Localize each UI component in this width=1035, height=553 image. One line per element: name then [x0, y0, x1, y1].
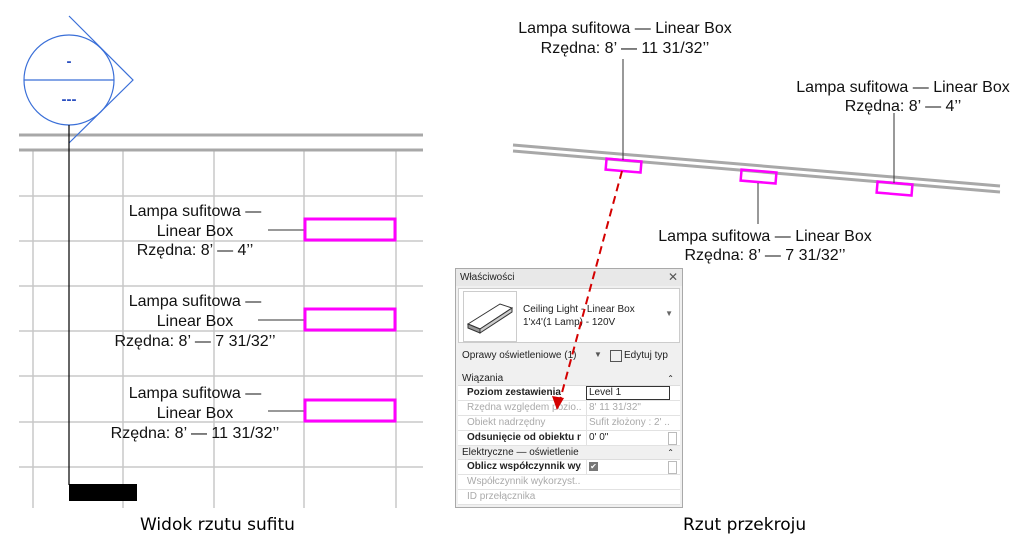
section-header[interactable]: Wiązania ⌃ [458, 372, 680, 386]
property-value: Sufit złożony : 2' ... [586, 416, 669, 430]
type-selector[interactable]: Ceiling Light - Linear Box 1'x4'(1 Lamp) … [458, 288, 680, 343]
edit-type-icon [610, 350, 622, 362]
property-key: Współczynnik wykorzyst... [467, 476, 581, 487]
property-key: Poziom zestawienia [467, 387, 561, 398]
plan-view: - --- Lampa sufitowa — Linear Box Rzędna… [19, 15, 423, 508]
collapse-icon[interactable]: ⌃ [667, 448, 674, 457]
ceiling-grid [19, 150, 423, 508]
section-title: Wiązania [462, 373, 504, 384]
property-key: ID przełącznika [467, 491, 536, 502]
section-view-caption: Rzut przekroju [683, 515, 807, 535]
fixture-tag[interactable]: Lampa sufitowa — Linear Box Rzędna: 8’ —… [111, 385, 304, 442]
fixture-tag[interactable]: Lampa sufitowa — Linear Box Rzędna: 8’ —… [796, 79, 1009, 115]
plan-view-caption: Widok rzutu sufitu [140, 515, 295, 535]
section-marker-bottom: --- [62, 91, 77, 108]
fixture-thumbnail [463, 291, 517, 342]
property-row: ID przełącznika [458, 490, 680, 505]
tag-line: Rzędna: 8’ — 7 31/32’’ [115, 333, 276, 350]
properties-title-bar: Właściwości ✕ [456, 269, 682, 286]
property-row[interactable]: Poziom zestawienia Level 1 [458, 386, 680, 401]
section-header[interactable]: Elektryczne — oświetlenie ⌃ [458, 446, 680, 460]
property-value-input[interactable]: Level 1 [586, 386, 670, 400]
type-name: Ceiling Light - Linear Box [523, 304, 635, 315]
tag-line: Lampa sufitowa — Linear Box [658, 228, 871, 245]
edit-type-button[interactable]: Edytuj typ [608, 346, 668, 365]
property-key: Rzędna względem pozio... [467, 402, 581, 413]
light-fixture[interactable] [875, 180, 914, 197]
property-row: Obiekt nadrzędny Sufit złożony : 2' ... [458, 416, 680, 431]
light-fixture[interactable] [303, 398, 397, 423]
type-name-detail: 1'x4'(1 Lamp) - 120V [523, 317, 616, 328]
tag-line: Lampa sufitowa — Linear Box [796, 79, 1009, 96]
fixture-tag[interactable]: Lampa sufitowa — Linear Box Rzędna: 8’ —… [518, 20, 731, 57]
chevron-down-icon[interactable]: ▼ [594, 350, 602, 359]
light-fixture[interactable] [303, 307, 397, 332]
tag-line: Lampa sufitowa — [129, 203, 262, 220]
tag-line: Rzędna: 8’ — 4’’ [137, 242, 254, 259]
light-fixture[interactable] [303, 217, 397, 242]
tag-line: Rzędna: 8’ — 11 31/32’’ [541, 40, 710, 57]
section-view: Lampa sufitowa — Linear Box Rzędna: 8’ —… [512, 20, 1010, 264]
tag-line: Rzędna: 8’ — 7 31/32’’ [685, 247, 846, 264]
category-filter[interactable]: Oprawy oświetleniowe (1) [462, 350, 577, 361]
tag-line: Linear Box [157, 223, 234, 240]
fixture-tag[interactable]: Lampa sufitowa — Linear Box Rzędna: 8’ —… [115, 293, 305, 350]
section-marker[interactable] [23, 15, 134, 144]
property-checkbox[interactable]: ✔ [586, 460, 669, 474]
tag-line: Rzędna: 8’ — 11 31/32’’ [111, 425, 280, 442]
checkmark-icon: ✔ [589, 462, 598, 471]
section-marker-top: - [67, 53, 72, 70]
tag-line: Linear Box [157, 313, 234, 330]
ceiling-line [512, 143, 1001, 188]
section-title: Elektryczne — oświetlenie [462, 447, 579, 458]
close-icon[interactable]: ✕ [667, 270, 678, 284]
scrollbar[interactable] [668, 461, 677, 474]
property-row: Współczynnik wykorzyst... [458, 475, 680, 490]
property-row[interactable]: Odsunięcie od obiektu n... 0' 0" [458, 431, 680, 446]
tag-line: Lampa sufitowa — [129, 385, 262, 402]
chevron-down-icon[interactable]: ▼ [665, 309, 673, 318]
section-line-end [69, 484, 137, 501]
fixture-tag[interactable]: Lampa sufitowa — Linear Box Rzędna: 8’ —… [658, 228, 871, 264]
property-row: Rzędna względem pozio... 8' 11 31/32" [458, 401, 680, 416]
properties-grid: Wiązania ⌃ Poziom zestawienia Level 1 Rzęd… [458, 372, 680, 505]
property-value: 8' 11 31/32" [586, 401, 669, 415]
edit-type-label: Edytuj typ [624, 350, 668, 361]
collapse-icon[interactable]: ⌃ [667, 374, 674, 383]
tag-line: Lampa sufitowa — [129, 293, 262, 310]
property-key: Obiekt nadrzędny [467, 417, 546, 428]
properties-title: Właściwości [460, 272, 515, 283]
scrollbar[interactable] [668, 432, 677, 445]
property-key: Odsunięcie od obiektu n... [467, 432, 581, 443]
properties-panel: Właściwości ✕ Ceiling Light - Linear Box… [455, 268, 683, 508]
fixture-tag[interactable]: Lampa sufitowa — Linear Box Rzędna: 8’ —… [129, 203, 304, 259]
light-fixture[interactable] [739, 168, 778, 185]
tag-line: Linear Box [157, 405, 234, 422]
property-value[interactable]: 0' 0" [586, 431, 669, 445]
property-row[interactable]: Oblicz współczynnik wy... ✔ [458, 460, 680, 475]
property-key: Oblicz współczynnik wy... [467, 461, 581, 472]
tag-line: Rzędna: 8’ — 4’’ [845, 98, 962, 115]
light-fixture[interactable] [604, 157, 643, 174]
tag-line: Lampa sufitowa — Linear Box [518, 20, 731, 37]
